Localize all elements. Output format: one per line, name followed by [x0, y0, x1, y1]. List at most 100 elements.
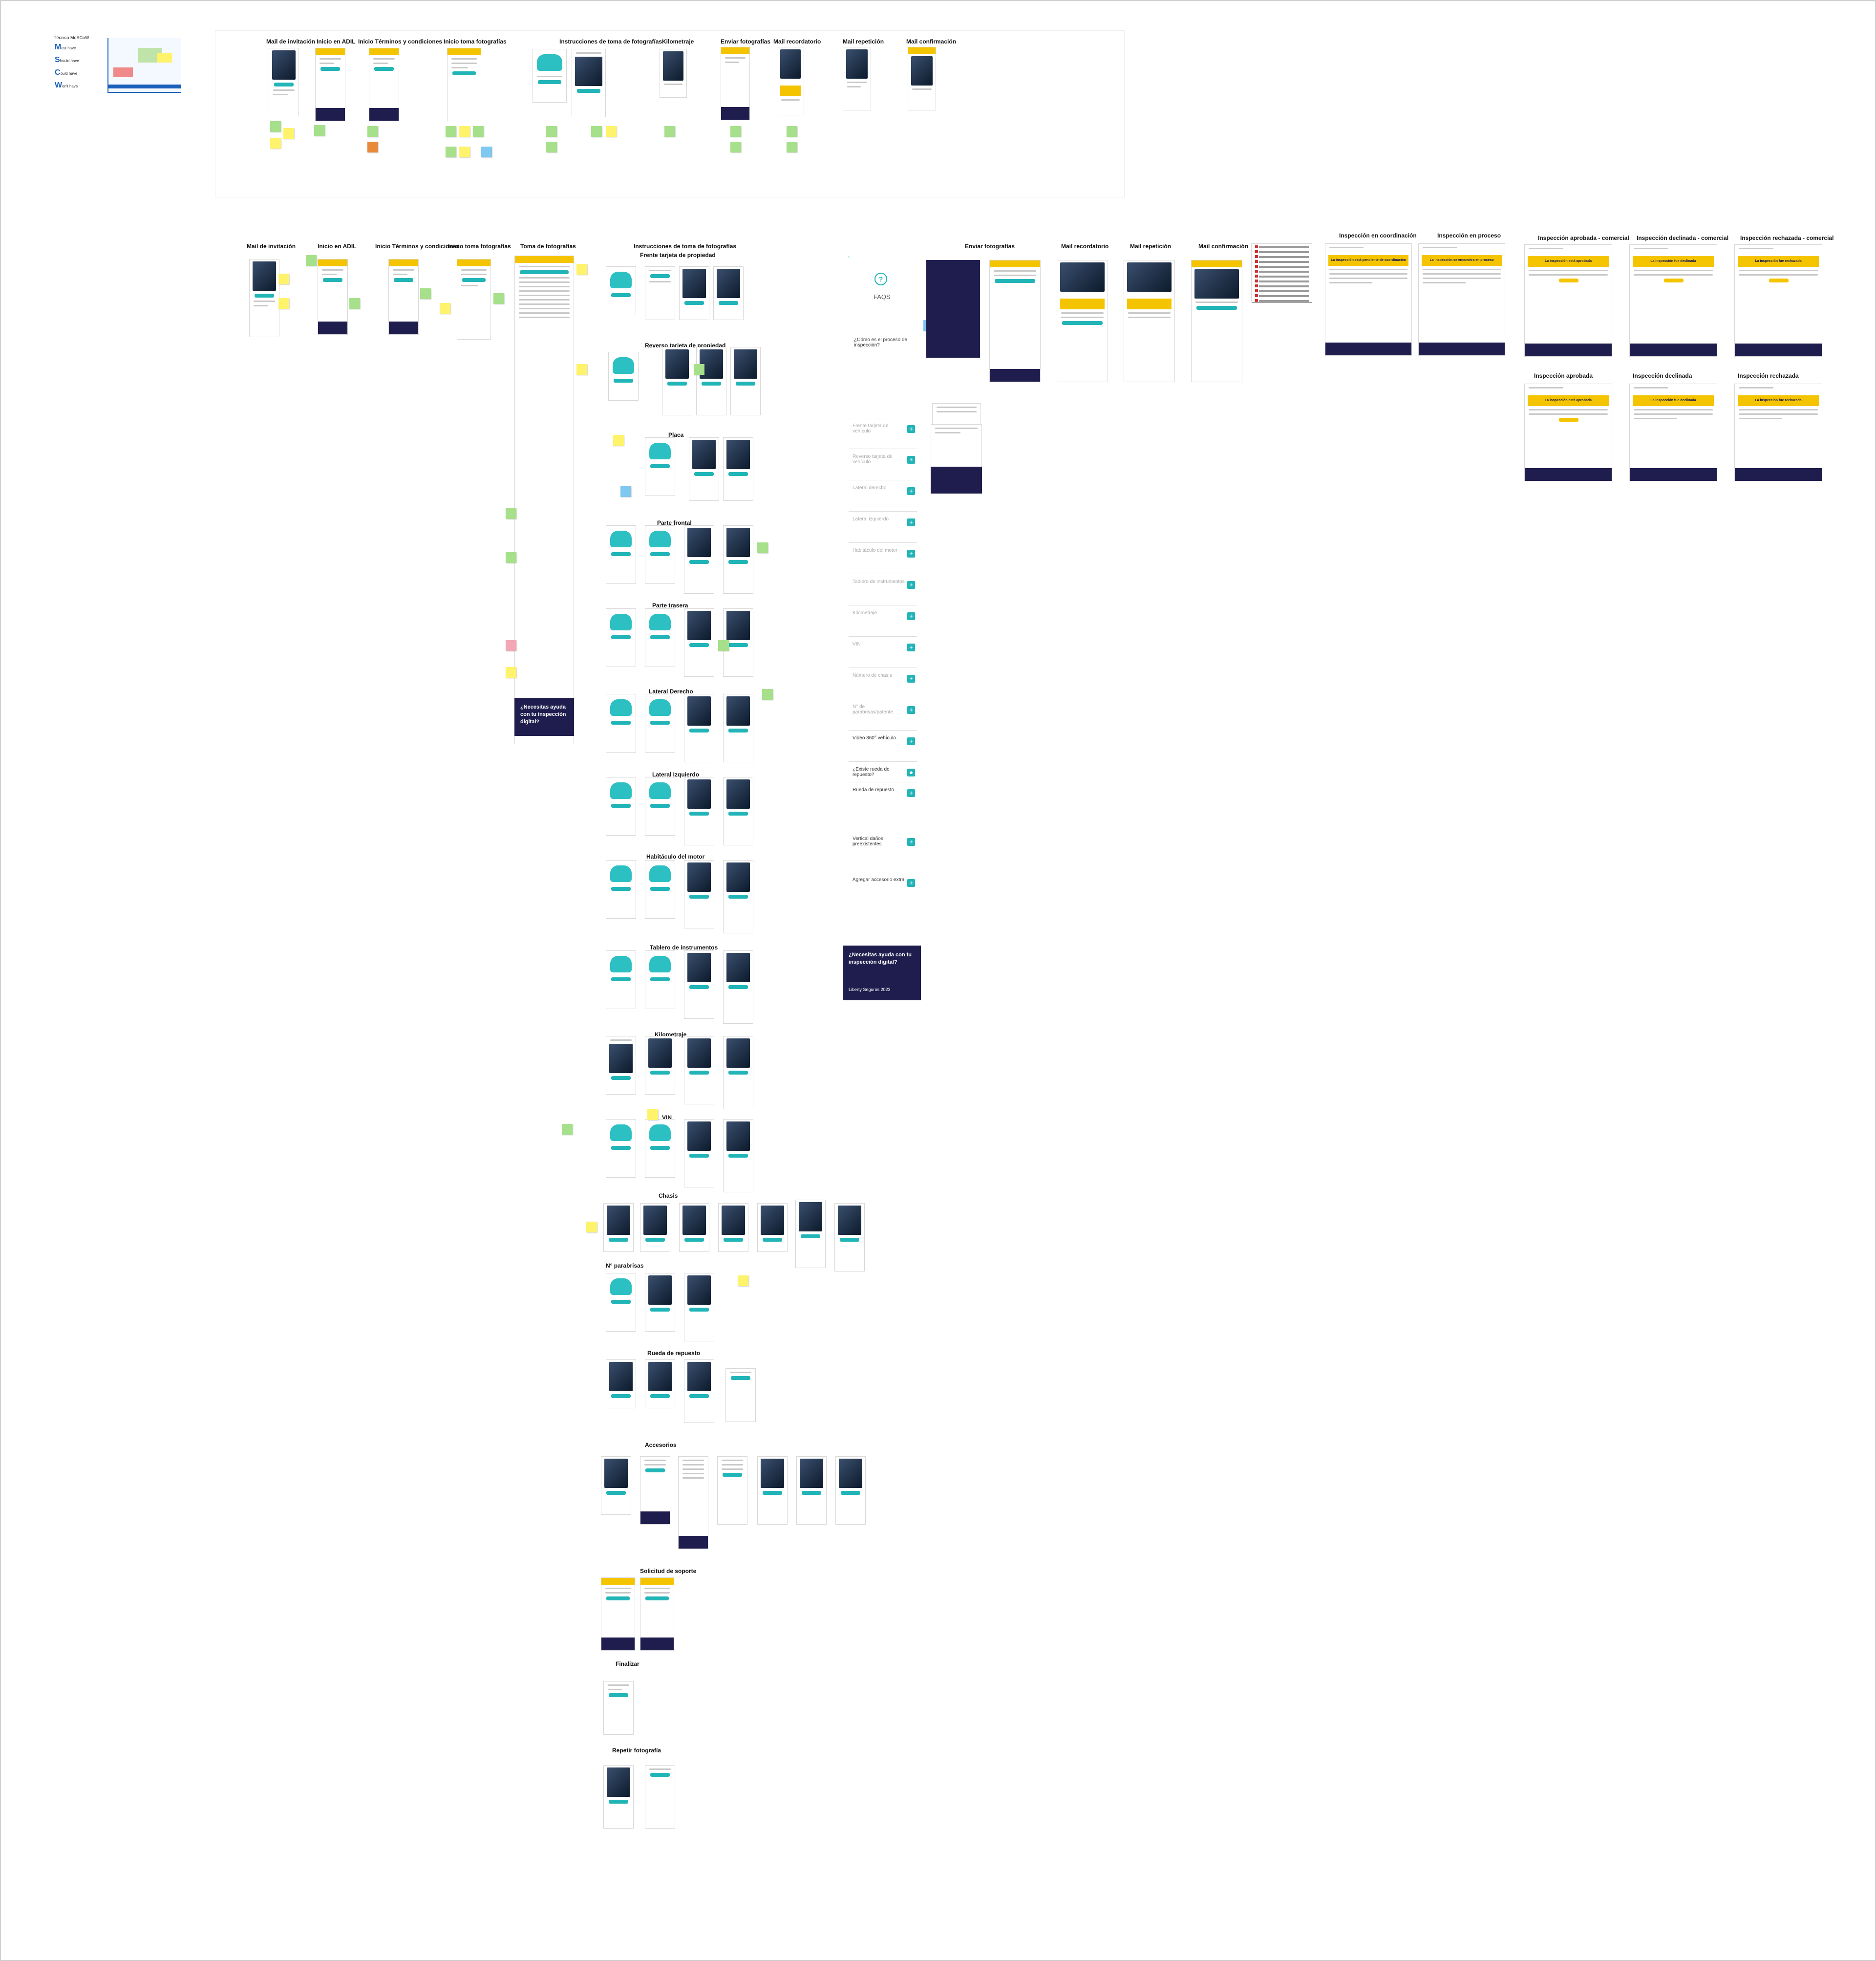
sticky-note[interactable]	[278, 274, 289, 284]
screen-frame[interactable]	[684, 1359, 714, 1423]
faq-item[interactable]: Kilometraje+	[849, 605, 917, 629]
mail-screen[interactable]	[1057, 260, 1108, 382]
sticky-note[interactable]	[314, 125, 325, 136]
screen-frame[interactable]	[601, 1456, 631, 1515]
screen-frame[interactable]	[645, 525, 675, 584]
plus-icon[interactable]: +	[907, 789, 915, 797]
sticky-note[interactable]	[481, 147, 492, 157]
sticky-note[interactable]	[576, 364, 587, 375]
screen-frame[interactable]	[369, 48, 399, 121]
photo-list-screen[interactable]	[514, 256, 574, 744]
screen-frame[interactable]	[684, 525, 714, 594]
screen-frame[interactable]	[606, 266, 636, 315]
screen-frame[interactable]	[606, 1036, 636, 1095]
sticky-note[interactable]	[349, 298, 360, 309]
faq-item[interactable]: Número de chasis+	[849, 668, 917, 691]
screen-frame[interactable]	[835, 1456, 866, 1525]
plus-icon[interactable]: +	[907, 456, 915, 464]
screen-frame[interactable]	[645, 1273, 675, 1332]
faq-item[interactable]: Agregar accesorio extra+	[849, 872, 917, 896]
sticky-note[interactable]	[506, 667, 516, 678]
sticky-note[interactable]	[270, 138, 281, 149]
screen-frame[interactable]	[533, 49, 567, 103]
plus-icon[interactable]: +	[907, 425, 915, 433]
screen-frame[interactable]	[269, 48, 299, 116]
screen-frame[interactable]	[725, 1368, 756, 1422]
plus-icon[interactable]: +	[907, 612, 915, 620]
screen-frame[interactable]	[645, 950, 675, 1009]
screen-frame[interactable]	[777, 47, 804, 115]
screen-frame[interactable]	[572, 49, 606, 117]
sticky-note[interactable]	[506, 640, 516, 651]
screen-frame[interactable]	[603, 1203, 634, 1252]
sticky-note[interactable]	[730, 142, 741, 152]
sticky-note[interactable]	[420, 288, 431, 299]
screen-frame[interactable]	[684, 1273, 714, 1341]
screen-frame[interactable]	[603, 1681, 634, 1735]
screen-frame[interactable]	[645, 694, 675, 753]
screen-frame[interactable]	[908, 47, 936, 110]
screen-frame[interactable]	[645, 777, 675, 836]
screen-frame[interactable]	[679, 1203, 709, 1252]
screen-frame[interactable]	[684, 1036, 714, 1104]
screen-frame[interactable]	[645, 860, 675, 919]
inspection-email[interactable]: La inspección está aprobada	[1524, 384, 1612, 481]
sticky-note[interactable]	[306, 255, 317, 266]
plus-icon[interactable]: +	[907, 550, 915, 558]
faq-item[interactable]: Rueda de repuesto+	[849, 782, 917, 806]
sticky-note[interactable]	[283, 128, 294, 139]
sticky-note[interactable]	[620, 486, 631, 497]
sticky-note[interactable]	[446, 126, 456, 137]
inspection-email[interactable]: La inspección fue declinada	[1629, 244, 1717, 357]
sticky-note[interactable]	[459, 126, 470, 137]
faq-item[interactable]: ¿Existe rueda de repuesto?●	[849, 761, 917, 785]
sticky-note[interactable]	[562, 1124, 573, 1135]
screen-frame[interactable]	[645, 1359, 675, 1408]
sticky-note[interactable]	[694, 364, 704, 375]
mail-screen[interactable]	[1191, 260, 1242, 382]
screen-frame[interactable]	[388, 259, 419, 335]
screen-frame[interactable]	[645, 437, 675, 496]
inspection-email[interactable]: La inspección se encuentra en proceso	[1418, 243, 1505, 356]
sticky-note[interactable]	[730, 126, 741, 137]
screen-frame[interactable]	[723, 437, 753, 501]
screen-frame[interactable]	[606, 525, 636, 584]
screen-frame[interactable]	[645, 1036, 675, 1095]
screen-frame[interactable]	[723, 1119, 753, 1192]
screen-frame[interactable]	[457, 259, 491, 340]
screen-frame[interactable]	[645, 608, 675, 667]
screen-frame[interactable]	[684, 950, 714, 1019]
plus-icon[interactable]: +	[907, 581, 915, 589]
sticky-note[interactable]	[270, 121, 281, 132]
toggle-switch[interactable]: ●	[907, 769, 915, 776]
screen-frame[interactable]	[606, 1273, 636, 1332]
sticky-note[interactable]	[546, 142, 557, 152]
screen-frame[interactable]	[684, 860, 714, 928]
screen-frame[interactable]	[318, 259, 348, 335]
inspection-email[interactable]: La inspección fue rechazada	[1734, 244, 1822, 357]
screen-frame[interactable]	[843, 47, 871, 110]
sticky-note[interactable]	[576, 264, 587, 275]
screen-frame[interactable]	[606, 777, 636, 836]
plus-icon[interactable]: +	[907, 487, 915, 495]
screen-frame[interactable]	[603, 1765, 634, 1829]
screen-frame[interactable]	[606, 1359, 636, 1408]
sticky-note[interactable]	[757, 542, 768, 553]
sticky-note[interactable]	[493, 293, 504, 304]
screen-frame[interactable]	[679, 266, 709, 320]
faq-item[interactable]: Reverso tarjeta de vehículo+	[849, 449, 917, 473]
screen-frame[interactable]	[723, 950, 753, 1024]
screen-frame[interactable]	[723, 525, 753, 594]
sticky-note[interactable]	[367, 126, 378, 137]
screen-frame[interactable]	[315, 48, 345, 121]
faq-item[interactable]: Frente tarjeta de vehículo+	[849, 418, 917, 442]
screen-frame[interactable]	[723, 1036, 753, 1109]
screen-frame[interactable]	[757, 1203, 788, 1252]
screen-frame[interactable]	[640, 1577, 674, 1651]
screen-frame[interactable]	[684, 1119, 714, 1187]
plus-icon[interactable]: +	[907, 706, 915, 714]
plus-icon[interactable]: +	[907, 518, 915, 526]
sticky-note[interactable]	[446, 147, 456, 157]
back-arrow-icon[interactable]: ‹	[848, 254, 850, 259]
sticky-note[interactable]	[762, 689, 773, 700]
